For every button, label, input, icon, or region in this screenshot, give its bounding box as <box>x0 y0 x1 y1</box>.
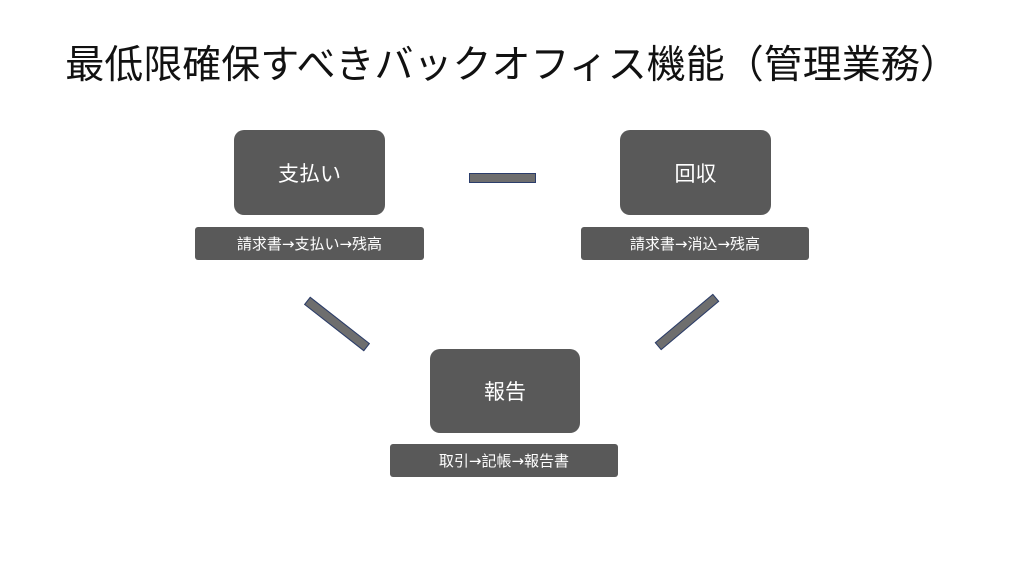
page-title: 最低限確保すべきバックオフィス機能（管理業務） <box>65 43 959 88</box>
connector-payment-collection <box>469 173 536 183</box>
payment-box: 支払い <box>234 130 385 215</box>
payment-flow-label: 請求書→支払い→残高 <box>195 227 424 260</box>
connector-payment-reporting <box>303 296 371 352</box>
reporting-label: 報告 <box>484 380 526 404</box>
payment-flow-text: 請求書→支払い→残高 <box>236 235 383 253</box>
reporting-flow-label: 取引→記帳→報告書 <box>390 444 618 477</box>
connector-collection-reporting <box>654 293 720 351</box>
collection-flow-text: 請求書→消込→残高 <box>629 235 761 253</box>
reporting-box: 報告 <box>430 349 580 433</box>
collection-flow-label: 請求書→消込→残高 <box>581 227 809 260</box>
collection-box: 回収 <box>620 130 771 215</box>
payment-label: 支払い <box>278 161 341 186</box>
reporting-flow-text: 取引→記帳→報告書 <box>438 452 570 470</box>
collection-label: 回収 <box>674 161 717 186</box>
